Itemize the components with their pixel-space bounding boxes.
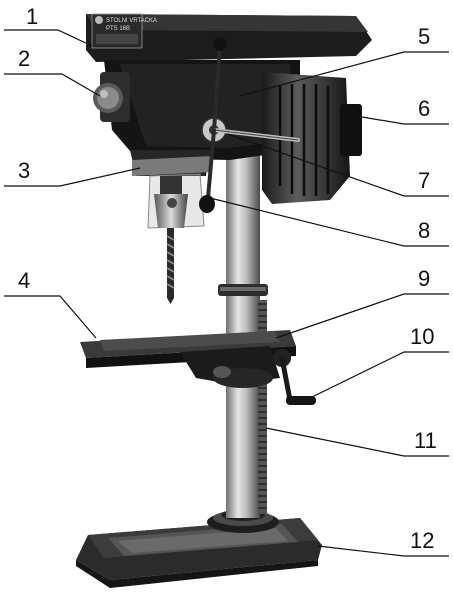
leader-12	[317, 545, 449, 557]
callout-4: 4	[18, 268, 30, 293]
leader-8	[209, 197, 449, 247]
leader-lines	[4, 29, 449, 557]
leader-2	[4, 73, 101, 97]
callout-3: 3	[18, 158, 30, 183]
table-crank	[273, 349, 316, 405]
leader-11	[265, 427, 449, 457]
leader-7	[227, 133, 449, 197]
leader-5	[239, 51, 449, 97]
callout-11: 11	[414, 428, 437, 453]
power-switch	[93, 72, 130, 122]
callout-1: 1	[26, 4, 38, 29]
work-table	[80, 330, 296, 388]
type-plate-line2: PTS 16B	[106, 26, 130, 32]
type-plate: STOLNI VRTACKA PTS 16B	[91, 13, 157, 49]
callout-7: 7	[418, 168, 430, 193]
callout-10: 10	[410, 324, 434, 349]
base	[76, 518, 322, 588]
type-plate-line1: STOLNI VRTACKA	[106, 18, 157, 24]
callout-12: 12	[410, 528, 434, 553]
feed-handles	[199, 37, 300, 213]
callout-8: 8	[418, 218, 430, 243]
callout-5: 5	[418, 24, 430, 49]
callout-9: 9	[418, 266, 430, 291]
callout-6: 6	[418, 96, 430, 121]
leader-10	[309, 351, 449, 399]
leader-3	[4, 167, 141, 187]
callout-labels: 1 2 3 4 5 6 7 8 9 10 11 12	[18, 4, 437, 553]
leader-4	[4, 295, 97, 339]
callout-2: 2	[18, 46, 30, 71]
leader-9	[275, 293, 449, 339]
chuck	[154, 176, 188, 228]
drill-bit	[166, 228, 175, 304]
leader-6	[355, 115, 449, 125]
leader-1	[4, 29, 93, 47]
